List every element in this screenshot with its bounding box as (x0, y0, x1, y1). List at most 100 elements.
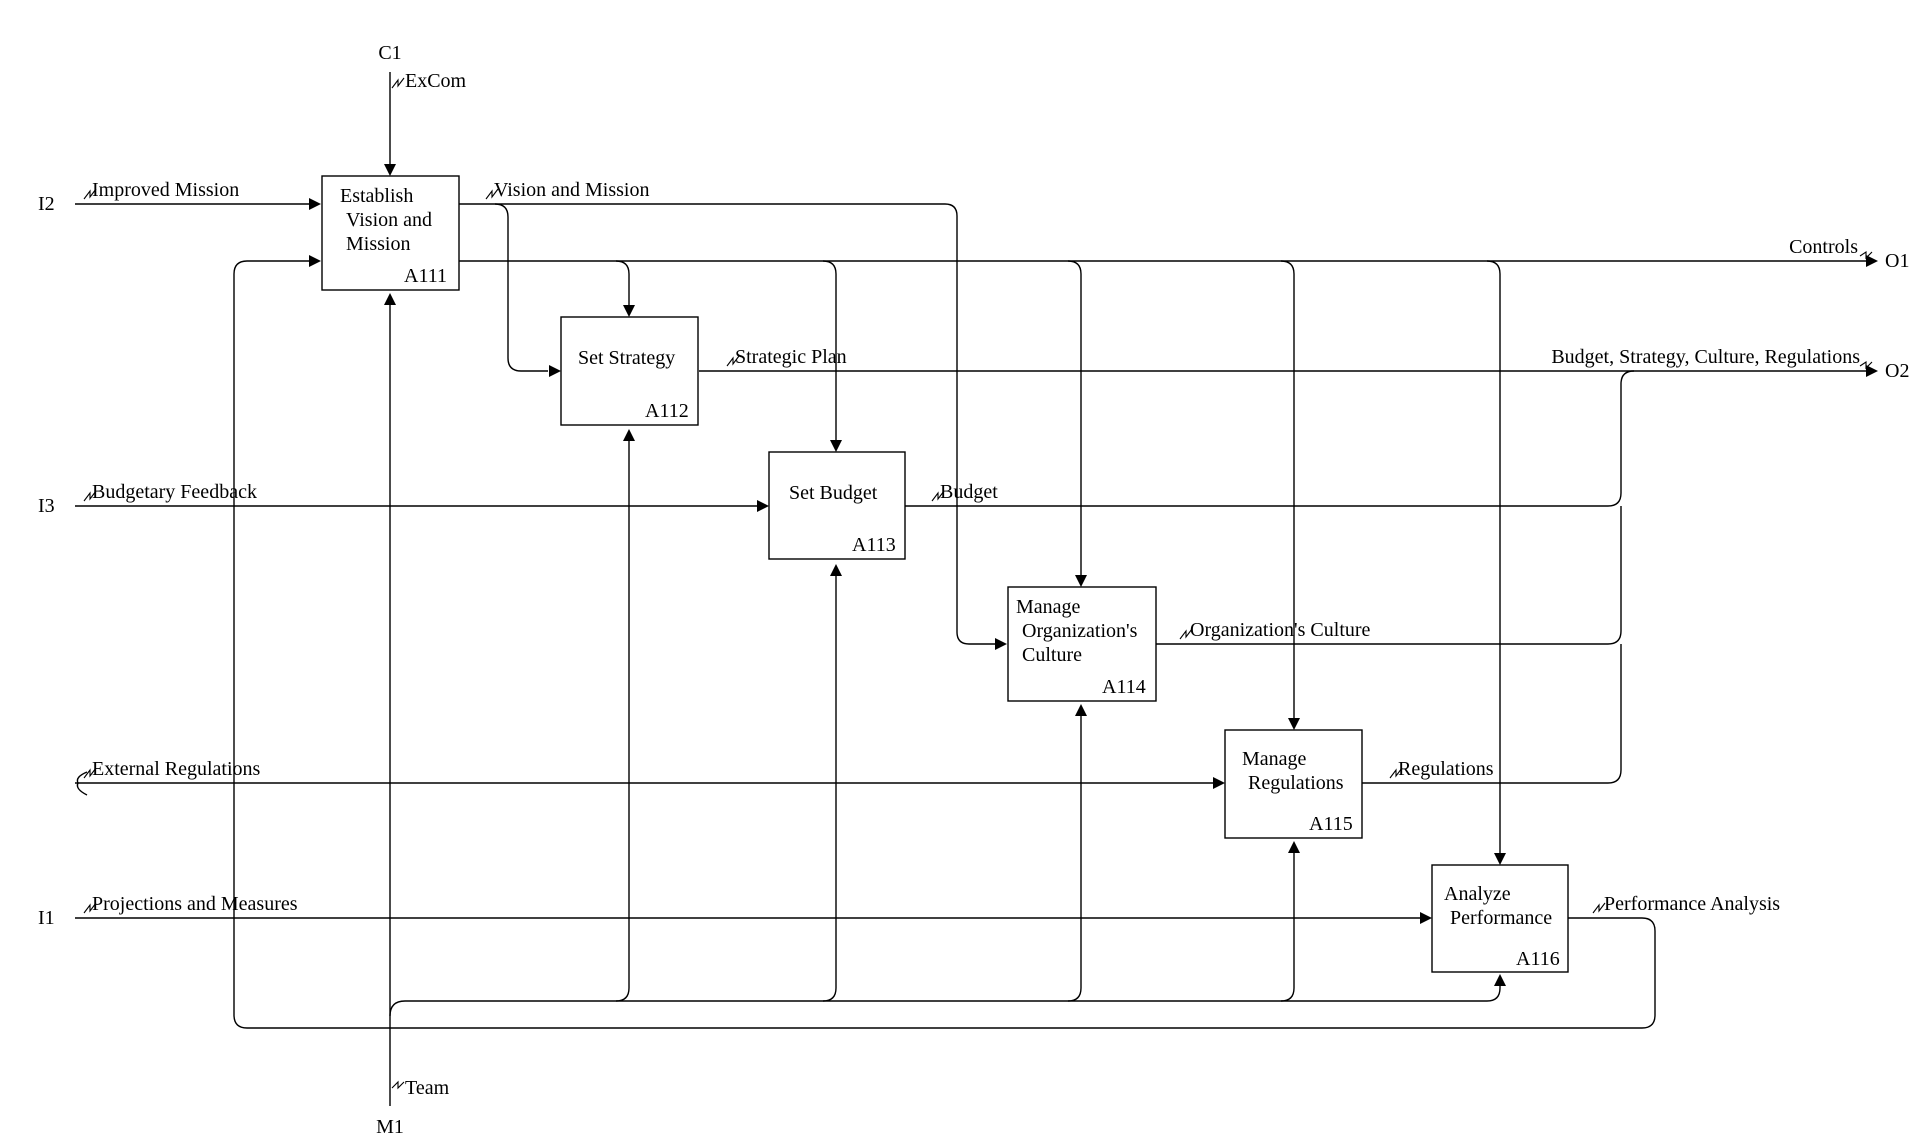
squiggle-regulations (1389, 767, 1403, 779)
controls-to-a113-line (822, 260, 837, 443)
arrowhead-controls-to-a112 (623, 305, 635, 317)
arrowhead-team-to-a112 (623, 429, 635, 441)
label-org-culture: Organization's Culture (1190, 619, 1371, 641)
code-o2: O2 (1885, 360, 1909, 382)
controls-to-a116-line (1486, 260, 1501, 856)
code-i3: I3 (38, 495, 55, 517)
label-strategic-plan: Strategic Plan (735, 346, 847, 368)
label-budgetary-feedback: Budgetary Feedback (92, 481, 257, 503)
label-regulations: Regulations (1398, 758, 1494, 780)
box-a114-id: A114 (1102, 676, 1146, 698)
arrowhead-excom-down (384, 164, 396, 176)
label-improved-mission: Improved Mission (92, 179, 239, 201)
box-a115-id: A115 (1309, 813, 1353, 835)
squiggle-projections (83, 902, 97, 914)
controls-to-a114-line (1067, 260, 1082, 578)
arrowheads (309, 164, 1878, 986)
box-a116-title-line-2: Performance (1450, 907, 1552, 929)
box-a116[interactable]: Analyze Performance A116 (1431, 864, 1569, 973)
connector-lines (75, 72, 1866, 1106)
box-a111-title-line-3: Mission (346, 233, 410, 255)
arrowhead-budgetary-feedback (757, 500, 769, 512)
squiggle-team (391, 1080, 405, 1090)
label-budget-strategy: Budget, Strategy, Culture, Regulations (1551, 346, 1860, 368)
box-a115[interactable]: Manage Regulations A115 (1224, 729, 1363, 839)
arrowhead-team-to-a115 (1288, 841, 1300, 853)
arrowhead-team-to-a113 (830, 564, 842, 576)
controls-to-a115-line (1280, 260, 1295, 721)
squiggle-vision-mission (485, 188, 499, 200)
squiggle-excom (391, 77, 405, 89)
label-budget: Budget (940, 481, 998, 503)
arrowhead-o2 (1866, 365, 1878, 377)
vision-mission-line (458, 203, 548, 372)
team-to-a114-line (1067, 713, 1082, 1002)
arrowhead-vision-to-a114 (995, 638, 1007, 650)
performance-analysis-line (233, 260, 1656, 1029)
arrowhead-team-to-a114 (1075, 704, 1087, 716)
squiggle-performance-analysis (1592, 902, 1606, 914)
box-a111[interactable]: Establish Vision and Mission A111 (321, 175, 460, 291)
box-a111-id: A111 (404, 265, 447, 287)
box-a112[interactable]: Set Strategy A112 (560, 316, 699, 426)
squiggle-controls (1859, 250, 1873, 260)
box-a112-id: A112 (645, 400, 689, 422)
squiggle-budget-strategy (1859, 360, 1873, 370)
team-to-a115-line (1280, 850, 1295, 1002)
box-a115-title-line-1: Manage (1242, 748, 1307, 770)
label-excom: ExCom (405, 70, 467, 92)
label-projections: Projections and Measures (92, 893, 298, 915)
box-a111-title-line-2: Vision and (346, 209, 432, 231)
arrowhead-vision-to-a112 (549, 365, 561, 377)
code-i1: I1 (38, 907, 55, 929)
team-to-a113-line (822, 573, 837, 1002)
box-a113[interactable]: Set Budget A113 (768, 451, 906, 560)
box-a114[interactable]: Manage Organization's Culture A114 (1007, 586, 1157, 702)
box-a113-id: A113 (852, 534, 896, 556)
box-a112-title-line-1: Set Strategy (578, 347, 675, 369)
budget-output-line (905, 370, 1635, 507)
arrowhead-team-to-a111 (384, 293, 396, 305)
arrow-labels: ExCom Improved Mission Vision and Missio… (92, 70, 1860, 1099)
squiggle-budget (931, 490, 945, 502)
controls-to-a112-line (615, 260, 630, 308)
vision-mission-to-a114-line (495, 203, 998, 645)
squiggle-org-culture (1179, 628, 1193, 640)
label-team: Team (405, 1077, 450, 1099)
squiggle-strategic-plan (726, 355, 740, 367)
arrowhead-improved-mission (309, 198, 321, 210)
arrowhead-controls-to-a114 (1075, 575, 1087, 587)
squiggle-external-regulations (83, 767, 97, 779)
label-controls: Controls (1789, 236, 1858, 258)
arrowhead-projections (1420, 912, 1432, 924)
code-c1: C1 (378, 42, 401, 64)
label-vision-mission: Vision and Mission (494, 179, 649, 201)
label-external-regulations: External Regulations (92, 758, 261, 780)
squiggle-budgetary-feedback (83, 490, 97, 502)
arrowhead-controls-to-a115 (1288, 718, 1300, 730)
label-performance-analysis: Performance Analysis (1604, 893, 1780, 915)
box-a114-title-line-3: Culture (1022, 644, 1082, 666)
regulations-output-line (1362, 644, 1622, 784)
box-a114-title-line-2: Organization's (1022, 620, 1138, 642)
arrowhead-controls-to-a116 (1494, 853, 1506, 865)
box-a114-title-line-1: Manage (1016, 596, 1081, 618)
code-o1: O1 (1885, 250, 1909, 272)
arrowhead-controls-o1 (1866, 255, 1878, 267)
code-i2: I2 (38, 193, 55, 215)
box-a116-id: A116 (1516, 948, 1560, 970)
code-m1: M1 (376, 1116, 404, 1138)
tunnel-mark-external-regulations (76, 771, 88, 796)
arrowhead-controls-to-a113 (830, 440, 842, 452)
team-distribution-line (389, 983, 1501, 1017)
arrowhead-performance-to-a111 (309, 255, 321, 267)
arrowhead-team-to-a116 (1494, 974, 1506, 986)
box-a116-title-line-1: Analyze (1444, 883, 1511, 905)
arrowhead-external-regulations (1213, 777, 1225, 789)
boundary-codes: C1 I2 I3 I1 O1 O2 M1 (38, 42, 1909, 1138)
box-a113-title-line-1: Set Budget (789, 482, 878, 504)
squiggle-improved-mission (83, 188, 97, 200)
label-leaders (76, 77, 1873, 1090)
org-culture-output-line (1156, 506, 1622, 645)
